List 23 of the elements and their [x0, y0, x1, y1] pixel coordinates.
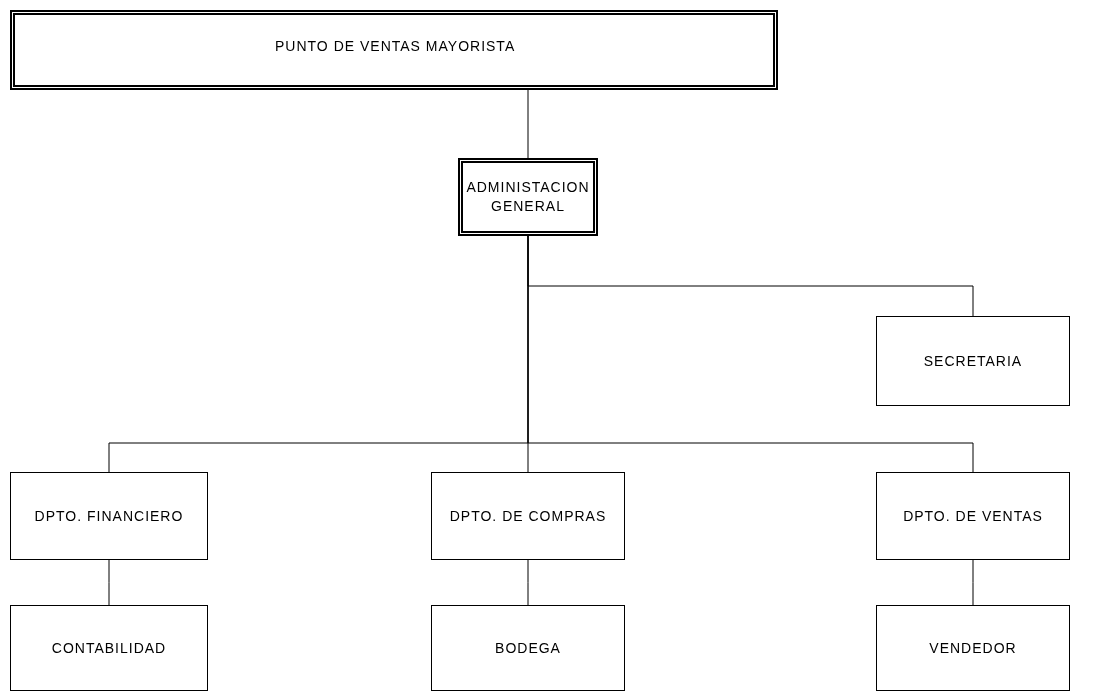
- connector-line: [527, 559, 529, 606]
- box-label: PUNTO DE VENTAS MAYORISTA: [275, 37, 516, 56]
- org-box: [431, 472, 625, 560]
- box-label: VENDEDOR: [929, 638, 1017, 658]
- box-label: CONTABILIDAD: [51, 638, 167, 658]
- box-label: SECRETARIA: [923, 351, 1023, 371]
- connector-line: [108, 559, 110, 606]
- org-box: [10, 605, 208, 691]
- connector-line: [527, 89, 529, 159]
- connector-line: [527, 235, 974, 473]
- org-box: [458, 158, 598, 236]
- connector-line: [972, 559, 974, 606]
- box-label: BODEGA: [495, 638, 561, 658]
- box-label: ADMINISTACION GENERAL: [465, 178, 591, 216]
- org-box: [10, 10, 778, 90]
- org-box: [10, 472, 208, 560]
- org-box: [431, 605, 625, 691]
- box-label: DPTO. DE COMPRAS: [449, 506, 607, 526]
- box-label: DPTO. DE VENTAS: [903, 506, 1043, 526]
- org-box: [876, 472, 1070, 560]
- org-box: [876, 316, 1070, 406]
- org-box: [876, 605, 1070, 691]
- box-label: DPTO. FINANCIERO: [34, 506, 184, 526]
